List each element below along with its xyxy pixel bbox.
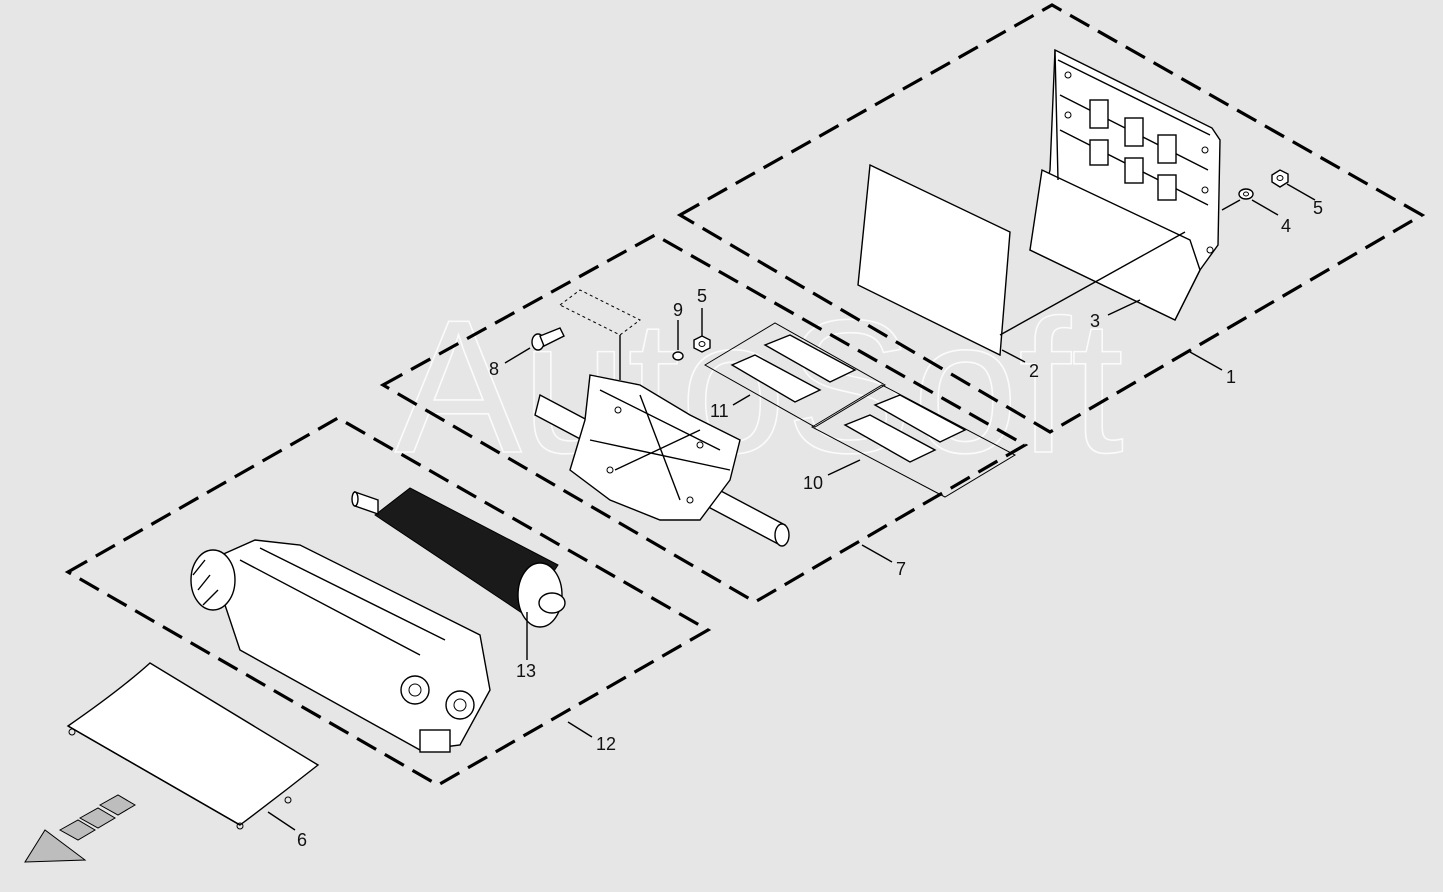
nut-part-5 [1271,169,1289,188]
callout-9: 9 [673,300,683,320]
callout-3: 3 [1090,311,1100,331]
callout-5-rotor: 5 [697,286,707,306]
callout-labels: 1 2 3 4 5 5 6 7 8 9 10 11 12 13 [297,198,1323,850]
callout-7: 7 [896,559,906,579]
bolt-part-8 [531,327,565,351]
dashed-boundary-1 [676,3,1426,434]
callout-2: 2 [1029,361,1039,381]
callout-10: 10 [803,473,823,493]
dashed-boundary-12 [64,416,712,787]
assembly-group-12 [64,416,712,787]
callout-5-frame: 5 [1313,198,1323,218]
callout-13: 13 [516,661,536,681]
assembly-group-1 [676,3,1426,434]
knife-plate-10b [843,414,937,463]
callout-8: 8 [489,359,499,379]
callout-12: 12 [596,734,616,754]
assembly-group-7 [379,233,1029,604]
rotor-part-7 [534,374,790,547]
callout-1: 1 [1226,367,1236,387]
nut-part-5-rotor [693,335,711,353]
screen-part-6 [66,662,320,831]
knife-plate-11b [730,354,822,403]
direction-arrow-icon [24,794,136,863]
plate-part-2 [857,163,1011,357]
washer-part-4 [1238,188,1254,200]
watermark-text: AutoSoft [395,281,1124,493]
callout-6: 6 [297,830,307,850]
callout-4: 4 [1281,216,1291,236]
dashed-boundary-7 [379,233,1029,604]
motor-housing-part-12 [190,539,491,753]
washer-part-9 [672,351,684,361]
frame-part-3 [1029,48,1221,321]
drum-part-13 [351,487,566,628]
knife-plate-10a [873,394,967,443]
callout-11: 11 [710,401,729,421]
knife-plate-11a [763,334,857,383]
blade-outline [559,289,641,336]
